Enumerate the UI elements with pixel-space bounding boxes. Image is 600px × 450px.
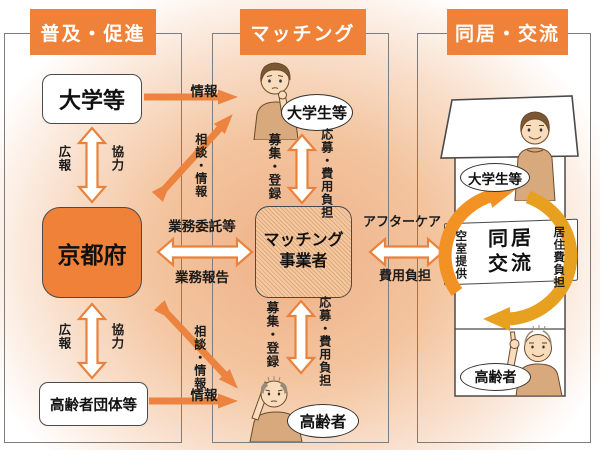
label-outsourcing: 業務委託等 (168, 219, 236, 234)
elderly-groups-box: 高齢者団体等 (39, 382, 148, 426)
header-matching: マッチング (240, 9, 366, 55)
label-pr-top: 広報 (56, 145, 71, 172)
header-promotion: 普及・促進 (30, 9, 156, 55)
label-pr-bottom: 広報 (56, 323, 71, 350)
matching-operator-box: マッチング 事業者 (255, 206, 352, 298)
elderly-scratching-head-illustration (249, 376, 303, 442)
matching-operator-line2: 事業者 (279, 253, 328, 270)
label-consult-info-bottom: 相談・情報 (192, 325, 207, 390)
cohabitation-line1: 同居 (488, 227, 534, 251)
header-cohabitation: 同居・交流 (447, 9, 568, 55)
label-cooperation-top: 協力 (109, 145, 124, 172)
elderly-right-oval: 高齢者 (460, 363, 531, 391)
label-cooperation-bottom: 協力 (109, 323, 124, 350)
label-info-bottom: 情報 (190, 388, 218, 403)
matching-operator-line1: マッチング (263, 232, 344, 250)
cohabitation-line2: 交流 (488, 252, 534, 276)
kyoto-prefecture-box: 京都府 (42, 207, 142, 298)
student-center-oval: 大学生等 (281, 94, 353, 131)
label-vacant-room: 空室提供 (454, 230, 467, 280)
label-consult-info-top: 相談・情報 (193, 133, 208, 198)
label-apply-cost-bottom: 応募・費用負担 (317, 296, 332, 387)
label-aftercare: アフターケア (362, 214, 441, 229)
universities-box: 大学等 (42, 74, 142, 124)
label-recruit-register-top: 募集・登録 (266, 133, 281, 201)
label-housing-cost: 居住費負担 (552, 226, 565, 289)
elderly-center-oval: 高齢者 (287, 404, 359, 438)
student-smiling-illustration (514, 111, 556, 201)
student-right-oval: 大学生等 (460, 163, 530, 192)
label-business-report: 業務報告 (175, 270, 229, 285)
label-recruit-register-bottom: 募集・登録 (264, 301, 279, 369)
label-apply-cost-top: 応募・費用負担 (319, 128, 334, 219)
label-cost-burden: 費用負担 (378, 268, 431, 283)
label-info-top: 情報 (190, 84, 218, 99)
elderly-pointing-illustration (505, 325, 563, 396)
